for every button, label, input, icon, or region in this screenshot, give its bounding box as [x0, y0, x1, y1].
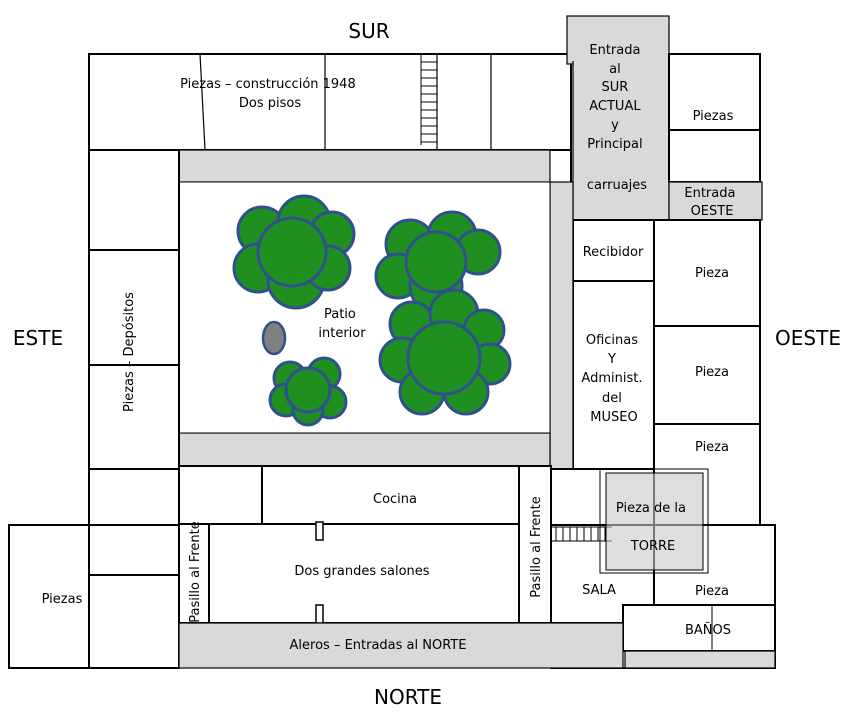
text-depositos: Piezas – Depósitos: [122, 292, 137, 412]
text-west-entrance: Entrada OESTE: [684, 186, 739, 219]
text-patio: Patio interior: [318, 307, 366, 341]
door-salones-top: [315, 521, 324, 541]
text-south-entrance: Entrada al SUR ACTUAL y Principal carrua…: [587, 43, 647, 193]
text-pasillo-left: Pasillo al Frente: [188, 521, 203, 623]
text-pieza-4: Pieza: [695, 584, 729, 599]
label-south: SUR: [348, 19, 389, 43]
text-aleros: Aleros – Entradas al NORTE: [290, 638, 467, 653]
text-offices: Oficinas Y Administ. del MUSEO: [581, 333, 646, 425]
corridor-bottom-right: [624, 650, 776, 669]
room-left-3: [88, 364, 180, 470]
patio-interior: [178, 181, 551, 434]
room-pasillo-right: [518, 465, 552, 624]
tree-1: [232, 194, 356, 310]
room-salones: [208, 523, 520, 624]
room-cocina-left: [178, 465, 263, 525]
text-cocina: Cocina: [373, 492, 417, 507]
text-piezas-left: Piezas: [42, 592, 83, 607]
room-construction-1948: [88, 53, 572, 151]
text-construction-1948: Piezas – construcción 1948 Dos pisos: [180, 77, 360, 111]
room-pasillo-left: [178, 523, 210, 624]
stairs-lower: [551, 526, 612, 542]
tree-2: [374, 210, 502, 314]
tree-4: [268, 356, 348, 427]
corridor-right: [549, 181, 574, 470]
room-cocina: [261, 465, 520, 525]
room-left-1: [88, 149, 180, 251]
text-tower: Pieza de la TORRE: [616, 501, 690, 554]
door-salones-bottom: [315, 604, 324, 624]
text-pieza-3: Pieza: [695, 440, 729, 455]
label-west: OESTE: [775, 326, 841, 350]
room-left-2: [88, 249, 180, 366]
label-east: ESTE: [13, 326, 63, 350]
room-lower-left-2: [88, 524, 180, 576]
room-tower: [605, 472, 704, 571]
text-sala: SALA: [582, 583, 616, 598]
tower-outline: [599, 468, 709, 574]
text-recibidor: Recibidor: [583, 245, 644, 260]
fountain: [261, 320, 287, 356]
text-piezas-top-right: Piezas: [693, 109, 734, 124]
text-pieza-1: Pieza: [695, 266, 729, 281]
room-south-entrance: [572, 53, 670, 221]
stairs-top: [420, 54, 438, 145]
room-lower-left-3: [88, 574, 180, 669]
text-banos: BAÑOS: [685, 622, 731, 638]
corridor-bottom: [178, 432, 551, 467]
corridor-top: [178, 149, 551, 183]
label-north: NORTE: [374, 685, 442, 709]
room-recibidor: [572, 219, 655, 282]
text-pieza-2: Pieza: [695, 365, 729, 380]
room-west-entrance: [668, 181, 763, 221]
text-salones: Dos grandes salones: [294, 564, 429, 579]
room-top-right-small: [668, 129, 761, 183]
tree-3: [378, 288, 512, 416]
room-lower-left-1: [88, 468, 180, 526]
text-pasillo-right: Pasillo al Frente: [529, 496, 544, 598]
corridor-aleros: [178, 622, 624, 669]
